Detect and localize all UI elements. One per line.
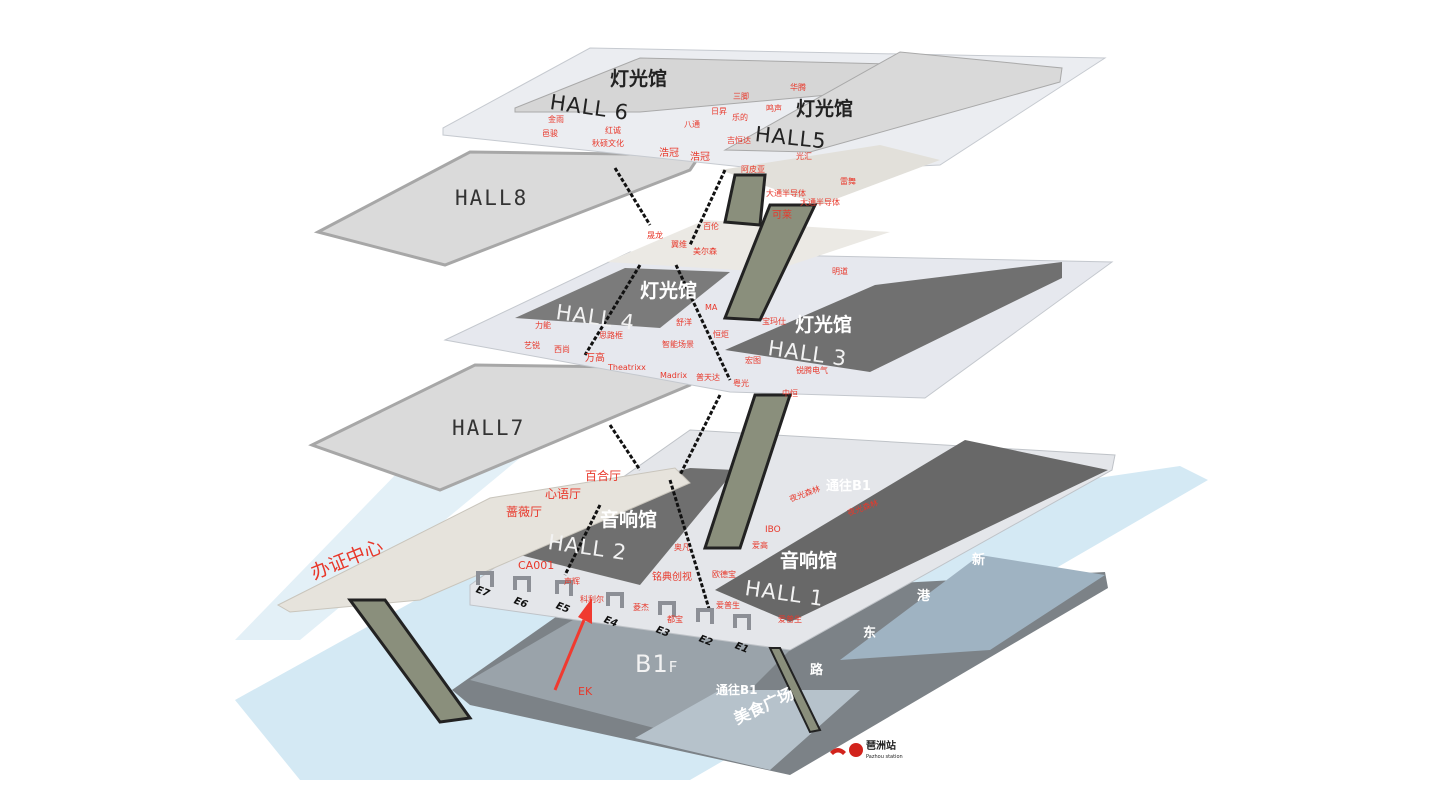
exhibitor-label[interactable]: 可莱: [772, 210, 792, 221]
hall5-category: 灯光馆: [796, 98, 854, 120]
exhibitor-label[interactable]: 翼维: [671, 240, 687, 249]
exhibitor-label[interactable]: 菱杰: [633, 603, 649, 612]
aisle-slab: [607, 220, 890, 272]
top-aisle: [720, 145, 940, 205]
exhibitor-label[interactable]: 奥凡: [674, 543, 690, 552]
exhibitor-label[interactable]: 日昇: [711, 107, 727, 116]
hall4-category: 灯光馆: [640, 280, 698, 302]
exhibitor-label[interactable]: CA001: [518, 559, 555, 572]
exhibitor-label[interactable]: 宏图: [745, 356, 761, 365]
exhibitor-label[interactable]: 鸣声: [766, 104, 782, 113]
exhibitor-label[interactable]: 吉恒达: [727, 136, 751, 145]
exhibitor-label[interactable]: 西尚: [554, 345, 570, 354]
exhibitor-label[interactable]: 声辉: [564, 577, 580, 586]
hall8-label[interactable]: HALL8: [455, 186, 529, 210]
hall6-category: 灯光馆: [610, 68, 668, 90]
exhibitor-label[interactable]: 光汇: [796, 152, 812, 161]
exhibitor-label[interactable]: 八通: [684, 120, 700, 129]
exhibitor-label[interactable]: 金雨: [548, 115, 564, 124]
b1-suffix: F: [668, 658, 679, 676]
room-label[interactable]: 百合厅: [585, 469, 622, 483]
office-corridor: [276, 467, 691, 613]
exhibitor-label[interactable]: 艺锐: [524, 341, 540, 350]
exhibitor-label[interactable]: 铭典创视: [652, 572, 692, 583]
exhibitor-label[interactable]: Madrix: [660, 371, 688, 380]
b1-label[interactable]: B1F: [635, 652, 678, 676]
exhibitor-label[interactable]: 科利尔: [580, 595, 604, 604]
hall1-category: 音响馆: [780, 550, 838, 572]
exhibitor-label[interactable]: 邑骏: [542, 129, 558, 138]
exhibitor-label[interactable]: 爱普生: [778, 615, 802, 624]
hall2-category: 音响馆: [600, 509, 658, 531]
exhibitor-label[interactable]: 力能: [535, 321, 551, 330]
exhibitor-label[interactable]: 浩冠: [690, 152, 710, 163]
logo-subtext: Pazhou station: [866, 754, 903, 760]
exhibitor-label[interactable]: 宝玛仕: [762, 317, 786, 326]
exhibitor-label[interactable]: 秋硕文化: [592, 139, 624, 148]
ek-label: EK: [578, 685, 593, 698]
hall5-slab: [723, 51, 1063, 153]
exhibitor-label[interactable]: 普天达: [696, 373, 720, 382]
exhibitor-label[interactable]: 大通半导体: [766, 189, 806, 198]
b1-name: B1: [635, 650, 669, 678]
red-arrow: [553, 598, 592, 691]
exhibitor-label[interactable]: IBO: [765, 525, 781, 535]
escalators: [347, 173, 822, 734]
exhibitor-label[interactable]: 百伦: [703, 222, 719, 231]
exhibitor-label[interactable]: 锐腾电气: [796, 366, 828, 375]
exhibitor-label[interactable]: 恒炬: [713, 330, 729, 339]
exhibitor-label[interactable]: 雷舞: [840, 177, 856, 186]
hall3-block: [725, 262, 1062, 372]
road-char: 港: [917, 589, 931, 604]
logo-text: 琶洲站: [866, 741, 896, 752]
room-label[interactable]: 蔷薇厅: [506, 505, 543, 519]
exhibitor-label[interactable]: 爱普生: [716, 601, 740, 610]
road-char: 东: [863, 626, 877, 641]
exhibitor-label[interactable]: 粤光: [733, 379, 749, 388]
hall1-block: [715, 440, 1108, 622]
to-b1-upper[interactable]: 通往B1: [826, 479, 871, 494]
hall4-block: [515, 268, 730, 328]
hall7-label[interactable]: HALL7: [452, 416, 526, 440]
entrance-gates: [476, 571, 751, 630]
road-char: 新: [972, 553, 986, 568]
road-strip: [840, 555, 1105, 660]
exhibitor-label[interactable]: 思路框: [599, 331, 623, 340]
exhibitor-label[interactable]: 阿皮亚: [741, 165, 765, 174]
hall3-category: 灯光馆: [795, 314, 853, 336]
road-char: 路: [810, 663, 824, 678]
exhibitor-label[interactable]: 浩冠: [659, 148, 679, 159]
exhibitor-label[interactable]: 红诚: [605, 126, 621, 135]
exhibitor-label[interactable]: 明道: [832, 267, 848, 276]
exhibitor-label[interactable]: 三脚: [733, 92, 749, 101]
exhibitor-label[interactable]: 智能场景: [662, 340, 694, 349]
exhibitor-label[interactable]: 爱高: [752, 541, 768, 550]
exhibitor-label[interactable]: Theatrixx: [608, 363, 646, 372]
room-label[interactable]: 心语厅: [545, 487, 582, 501]
to-b1-lower[interactable]: 通往B1: [716, 683, 758, 697]
logo-icon: [830, 743, 863, 757]
exhibitor-label[interactable]: 晟龙: [647, 231, 663, 240]
exhibitor-label[interactable]: 乐的: [732, 113, 748, 122]
hall8-slab: [313, 150, 703, 267]
exhibitor-label[interactable]: 舒洋: [676, 318, 692, 327]
exhibitor-label[interactable]: 美尔森: [693, 247, 717, 256]
exhibitor-label[interactable]: MA: [705, 303, 718, 312]
exhibitor-label[interactable]: 欧德宝: [712, 570, 736, 579]
support-lines: [563, 167, 732, 613]
exhibitor-label[interactable]: 华腾: [790, 83, 806, 92]
exhibitor-label[interactable]: 万高: [585, 353, 605, 364]
exhibitor-label[interactable]: 中恒: [782, 389, 798, 398]
exhibitor-label[interactable]: 大通半导体: [800, 198, 840, 207]
exhibitor-label[interactable]: 都宝: [667, 615, 683, 624]
